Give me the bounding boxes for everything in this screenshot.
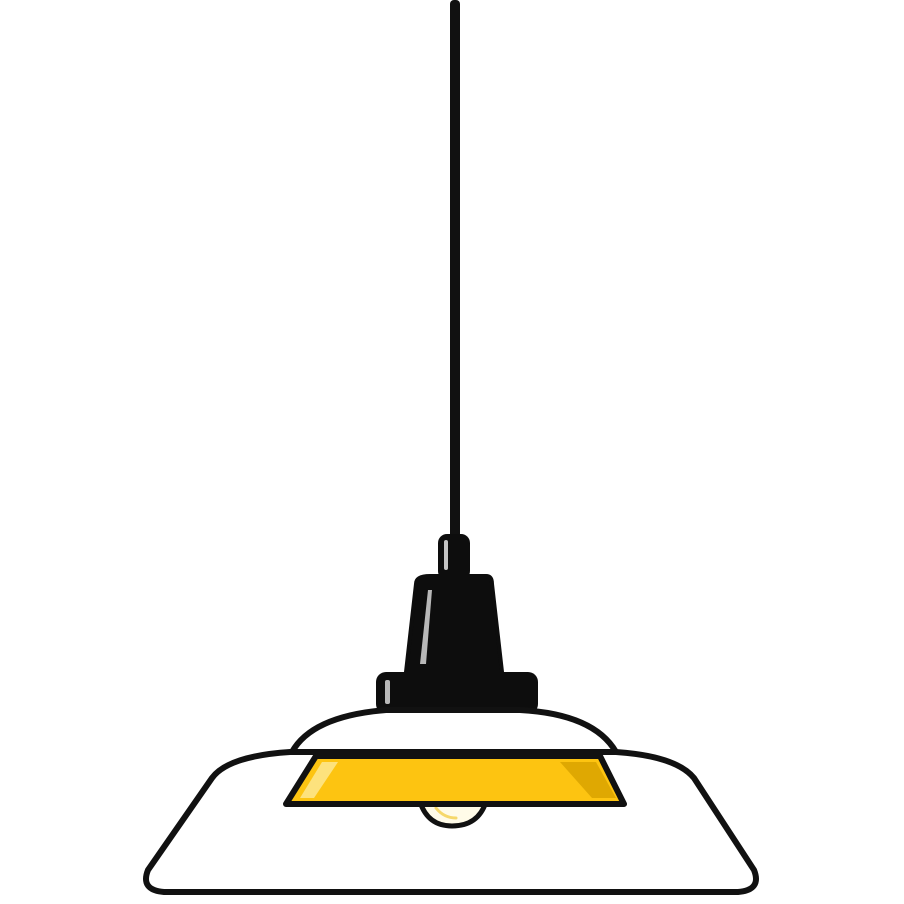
lamp-base-cap	[376, 672, 538, 714]
light-bulb	[417, 799, 489, 829]
socket-housing	[404, 574, 504, 674]
lamp-cord	[450, 0, 460, 540]
upper-shade	[289, 707, 619, 755]
inner-light-glow	[283, 753, 627, 807]
cord-collar	[438, 534, 470, 580]
